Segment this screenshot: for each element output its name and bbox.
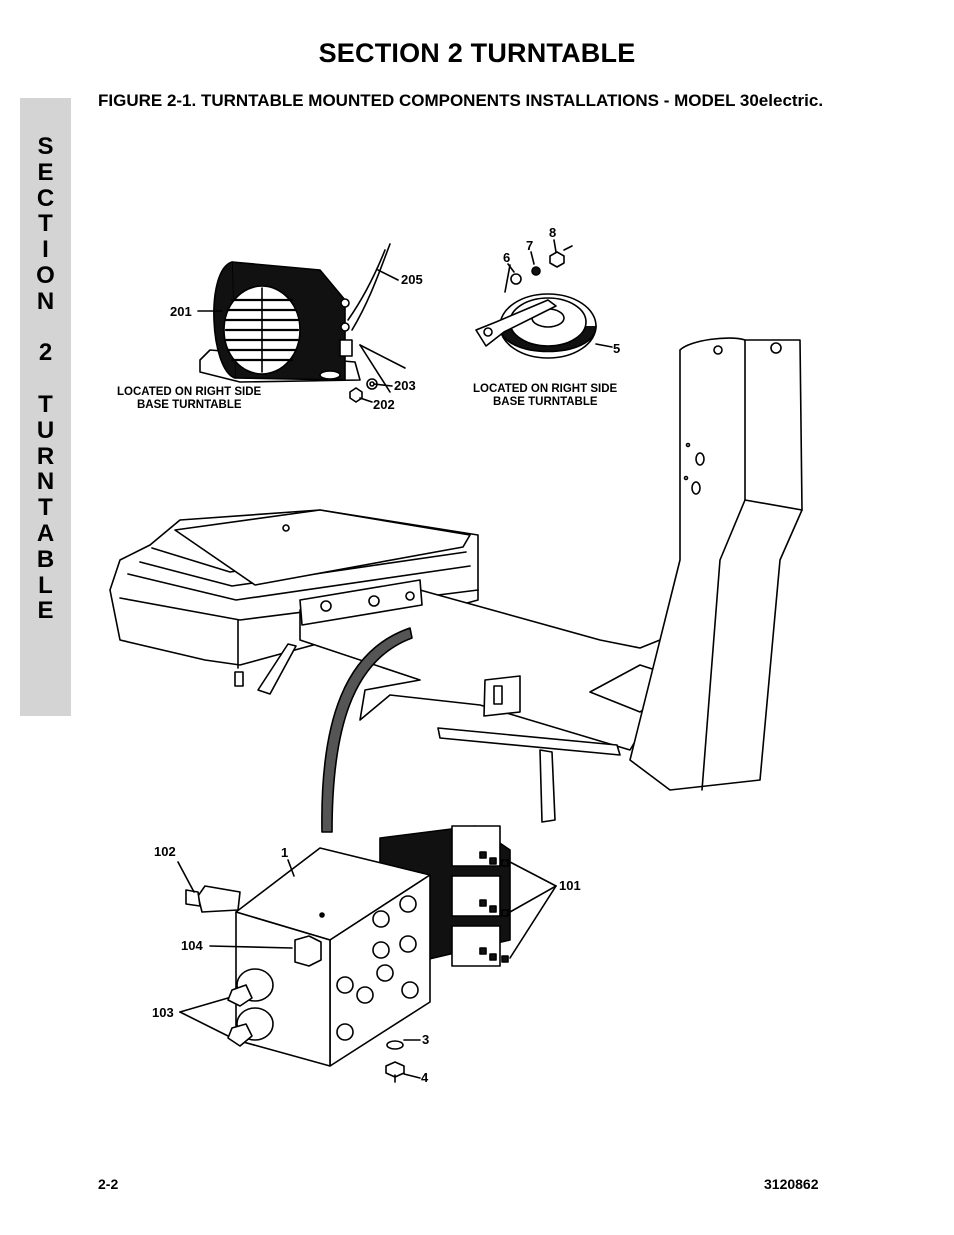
side-tab-letter: T	[38, 210, 53, 238]
callout-201: 201	[170, 304, 192, 319]
side-tab-letter: U	[36, 416, 55, 444]
callout-101: 101	[559, 878, 581, 893]
callout-103: 103	[152, 1005, 174, 1020]
side-tab-letter: T	[38, 390, 53, 418]
side-tab-letter: R	[36, 442, 55, 470]
backup-alarm-illustration	[197, 243, 406, 403]
side-tab-letter: O	[36, 261, 55, 289]
side-tab-letter: S	[37, 133, 54, 160]
horn-illustration	[475, 239, 613, 359]
callout-8: 8	[549, 225, 556, 240]
document-number: 3120862	[764, 1176, 819, 1192]
side-tab-letter: I	[42, 236, 49, 264]
callout-205: 205	[401, 272, 423, 287]
side-tab-letter: L	[38, 571, 53, 599]
horn-location-note-line2: BASE TURNTABLE	[493, 396, 598, 408]
alarm-location-note-line1: LOCATED ON RIGHT SIDE	[117, 386, 262, 398]
callout-1: 1	[281, 845, 288, 860]
side-tab-letter: A	[36, 519, 55, 547]
side-tab-letter: E	[37, 158, 54, 186]
callout-labels: 201 205 203 202 LOCATED ON RIGHT SIDE BA…	[117, 225, 620, 1085]
side-tab-letter: B	[36, 545, 55, 573]
side-tab-letter: 2	[38, 339, 53, 367]
platform-and-arm-illustration	[109, 337, 803, 833]
side-tab-letter: T	[38, 494, 53, 522]
side-tab-letter: N	[36, 468, 55, 496]
side-tab-letter: E	[37, 597, 54, 625]
callout-104: 104	[181, 938, 203, 953]
callout-6: 6	[503, 250, 510, 265]
side-tab-letter: C	[36, 184, 55, 212]
side-tab-letter: N	[36, 287, 55, 315]
callout-4: 4	[421, 1070, 429, 1085]
callout-3: 3	[422, 1032, 429, 1047]
figure-caption: FIGURE 2-1. TURNTABLE MOUNTED COMPONENTS…	[98, 91, 824, 110]
callout-7: 7	[526, 238, 533, 253]
alarm-location-note-line2: BASE TURNTABLE	[137, 399, 242, 411]
callout-203: 203	[394, 378, 416, 393]
horn-location-note-line1: LOCATED ON RIGHT SIDE	[473, 383, 618, 395]
page-number: 2-2	[98, 1176, 119, 1192]
callout-102: 102	[154, 844, 176, 859]
section-title: SECTION 2 TURNTABLE	[318, 38, 636, 68]
callout-202: 202	[373, 397, 395, 412]
callout-5: 5	[613, 341, 620, 356]
manifold-illustration	[177, 825, 557, 1083]
